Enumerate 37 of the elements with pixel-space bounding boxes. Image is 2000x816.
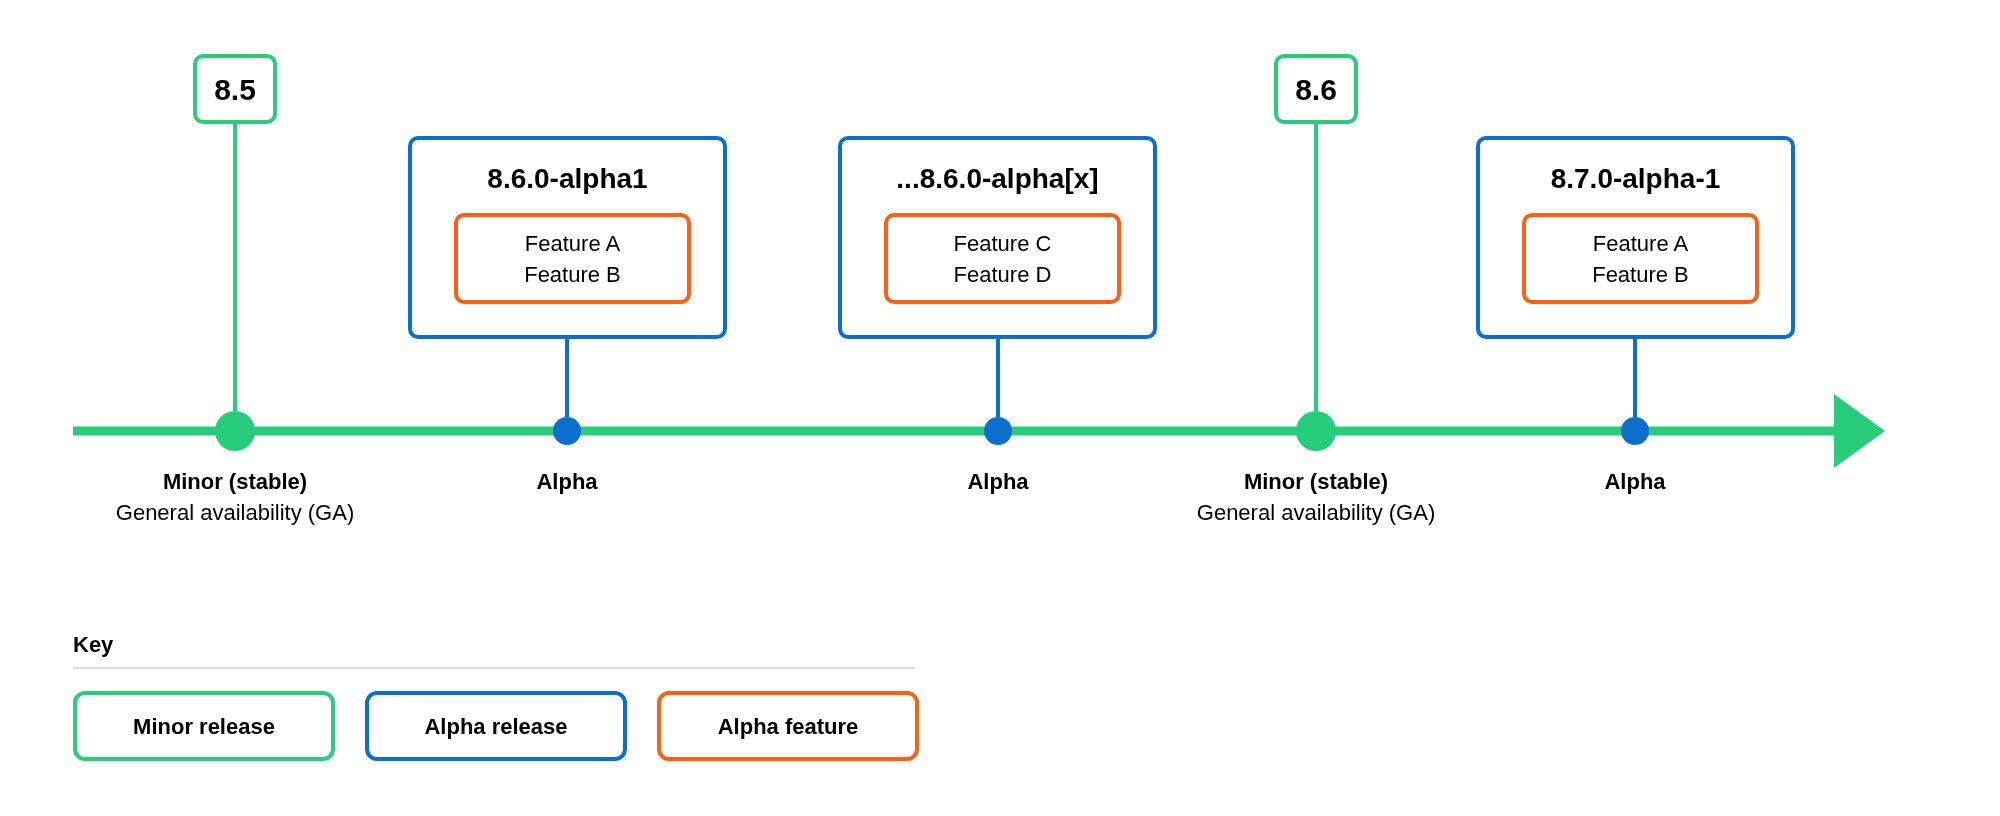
timeline-dot — [215, 411, 255, 451]
milestone-label: Alpha — [967, 469, 1029, 494]
feature-box — [1522, 213, 1759, 304]
milestone-label: Minor (stable) — [162, 469, 308, 494]
version-label: ...8.6.0-alpha[x] — [895, 162, 1100, 196]
feature-list: Feature C Feature D — [927, 227, 1078, 290]
release-box — [838, 136, 1157, 339]
connector-line — [1633, 339, 1637, 417]
version-label: 8.6.0-alpha1 — [486, 162, 649, 196]
milestone-label: Minor (stable) — [1243, 469, 1389, 494]
version-number: 8.5 — [214, 71, 256, 108]
feature-box — [454, 213, 691, 304]
connector-line — [1314, 124, 1318, 411]
release-box — [408, 136, 727, 339]
release-box — [193, 54, 277, 124]
feature-list: Feature A Feature B — [1565, 227, 1716, 290]
feature-box — [884, 213, 1121, 304]
milestone-label: Alpha — [1604, 469, 1666, 494]
milestone-label: Alpha — [536, 469, 598, 494]
version-label: 8.7.0-alpha-1 — [1549, 162, 1722, 196]
key-heading: Key — [73, 632, 114, 657]
milestone-description: General availability (GA) — [1196, 500, 1436, 525]
timeline-dot — [1296, 411, 1336, 451]
release-box — [1274, 54, 1358, 124]
milestone-description: General availability (GA) — [115, 500, 355, 525]
connector-line — [565, 339, 569, 417]
timeline-dot — [1621, 417, 1649, 445]
version-number: 8.6 — [1295, 71, 1337, 108]
timeline-dot — [984, 417, 1012, 445]
connector-line — [996, 339, 1000, 417]
timeline-dot — [553, 417, 581, 445]
release-box — [1476, 136, 1795, 339]
feature-list: Feature A Feature B — [497, 227, 648, 290]
connector-line — [233, 124, 237, 411]
legend-label: Minor release — [133, 712, 275, 741]
legend-label: Alpha release — [424, 712, 568, 741]
legend-label: Alpha feature — [717, 712, 859, 741]
